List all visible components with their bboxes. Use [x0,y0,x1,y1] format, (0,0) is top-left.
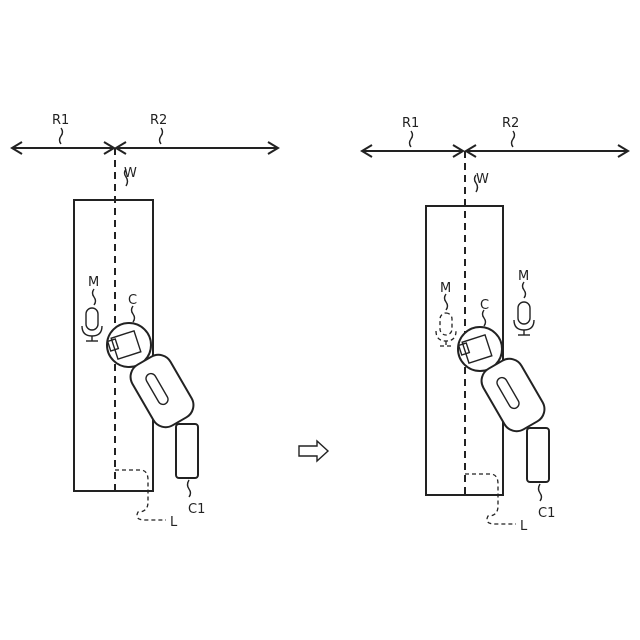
label-c-after: C [480,298,489,313]
range-arrow-r2 [116,128,278,154]
range-arrow-r1-after [362,131,463,157]
leader-m-after [523,282,526,298]
label-l-after: L [520,519,528,534]
label-w-after: W [476,172,489,187]
label-m: M [88,275,99,290]
label-c1: C1 [188,502,205,517]
label-r1: R1 [52,113,69,128]
label-c1-after: C1 [538,506,555,521]
label-c: C [128,293,137,308]
label-r2: R2 [150,113,167,128]
panel-after: R1 R2 W M M C [362,116,628,534]
right-arrow-icon [299,441,328,461]
label-r1-after: R1 [402,116,419,131]
leader-c1-after [539,484,542,501]
label-l: L [170,515,178,530]
label-m-ghost: M [440,281,451,296]
range-arrow-r1 [12,128,114,154]
microphone-icon-after [514,302,534,335]
label-m-after: M [518,269,529,284]
range-arrow-r2-after [466,131,628,157]
leader-c1 [188,480,191,497]
panel-before: R1 R2 W M C C1 [12,113,278,530]
label-w: W [124,166,137,181]
label-r2-after: R2 [502,116,519,131]
controller-box [176,424,198,478]
controller-box-after [527,428,549,482]
